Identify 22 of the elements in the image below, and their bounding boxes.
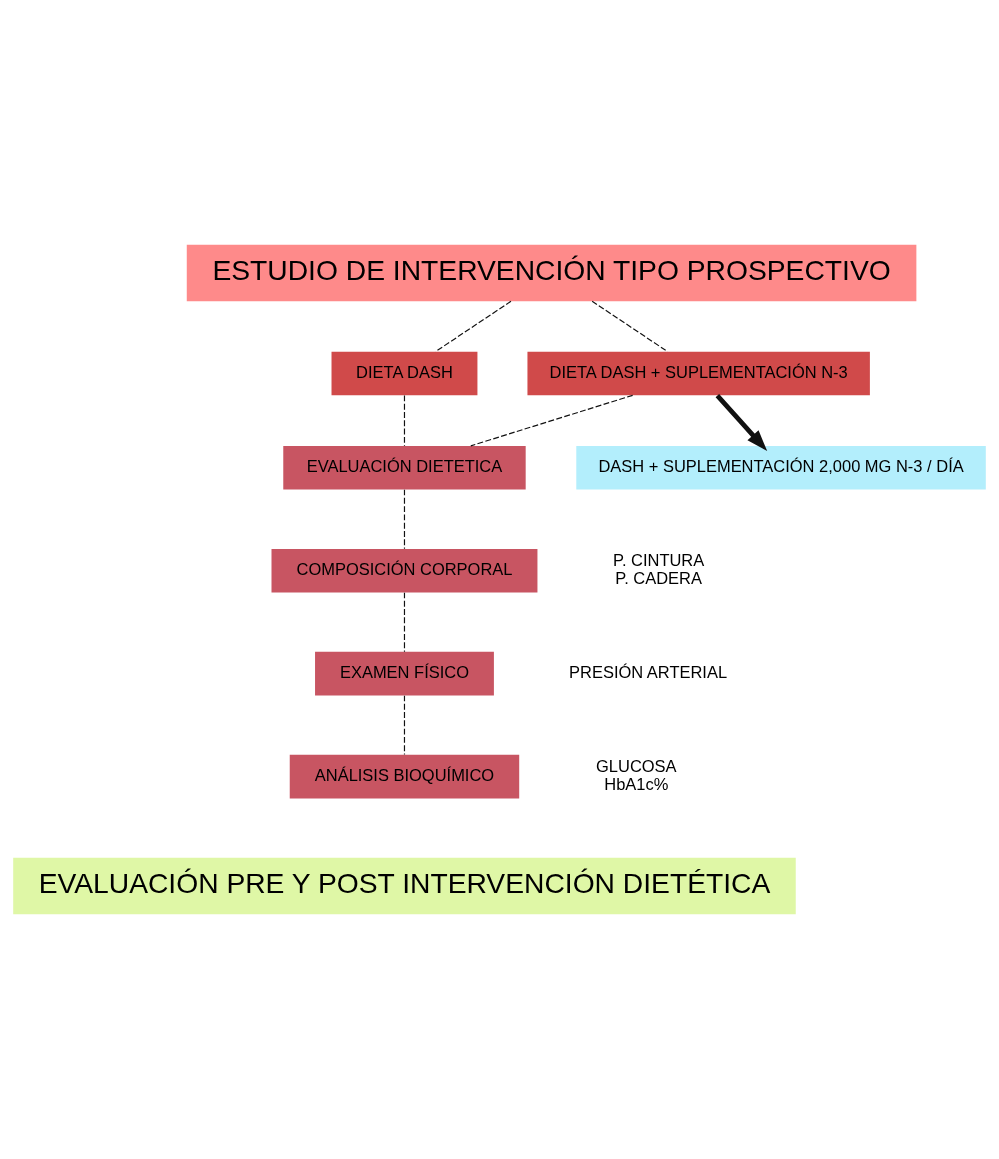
connector (591, 300, 669, 353)
node-label: P. CINTURA (613, 551, 705, 570)
node-box: EXAMEN FÍSICO (315, 651, 494, 696)
node-label: GLUCOSA (596, 757, 677, 776)
connector (435, 300, 512, 353)
node-label: P. CADERA (615, 568, 702, 587)
label: PRESIÓN ARTERIAL (569, 663, 728, 681)
node-box: COMPOSICIÓN CORPORAL (271, 548, 538, 593)
node-box: EVALUACIÓN PRE Y POST INTERVENCIÓN DIETÉTICA (13, 857, 796, 915)
connector (403, 395, 406, 447)
node-box: DIETA DASH (331, 351, 478, 396)
node-box: DASH + SUPLEMENTACIÓN 2,000 MG N-3 / DÍA (576, 445, 986, 490)
connector (403, 592, 406, 653)
node-box: DIETA DASH + SUPLEMENTACIÓN N-3 (527, 351, 870, 396)
node-label: HbA1c% (604, 774, 669, 793)
connector (403, 489, 406, 550)
node-box: EVALUACIÓN DIETETICA (283, 445, 526, 490)
connector (470, 394, 634, 447)
connector (403, 695, 406, 756)
node-box: ANÁLISIS BIOQUÍMICO (289, 754, 520, 799)
arrow (715, 394, 768, 452)
node-box: ESTUDIO DE INTERVENCIÓN TIPO PROSPECTIVO (186, 244, 917, 302)
